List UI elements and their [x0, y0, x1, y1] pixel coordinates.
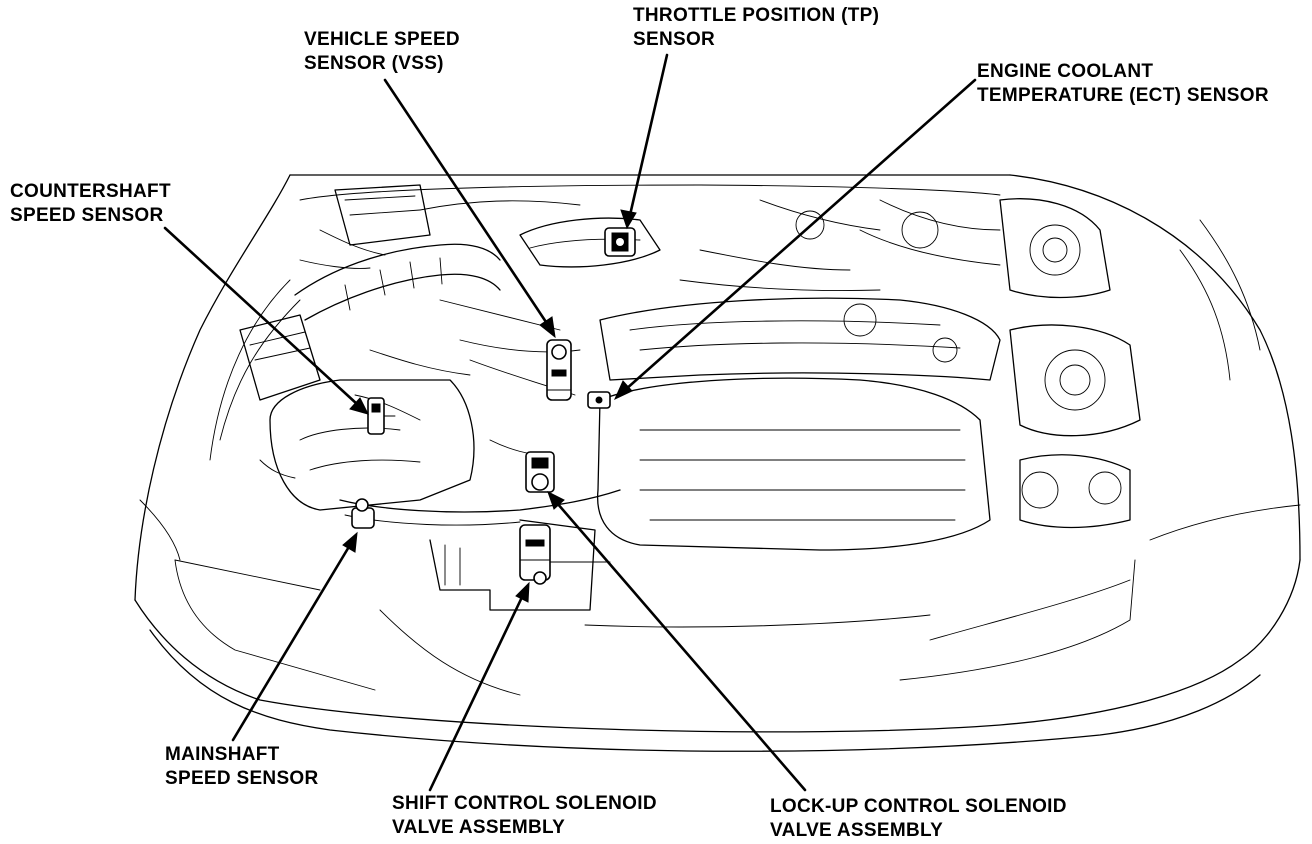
- lockup-arrowhead: [547, 490, 565, 510]
- ect-label-line2: TEMPERATURE (ECT) SENSOR: [977, 85, 1269, 106]
- lockup-leader-line: [555, 501, 807, 792]
- shift-control-solenoid: [519, 524, 611, 585]
- car-body-outline: [134, 174, 1301, 752]
- ect-label-line1: ENGINE COOLANT: [977, 61, 1154, 82]
- mainshaft-label-line1: MAINSHAFT: [165, 744, 280, 765]
- countershaft-speed-sensor-label: COUNTERSHAFT SPEED SENSOR: [10, 180, 171, 228]
- lockup-label-line1: LOCK-UP CONTROL SOLENOID: [770, 796, 1067, 817]
- ect-leader-line: [623, 78, 977, 392]
- countershaft-label-line2: SPEED SENSOR: [10, 205, 164, 226]
- lockup-control-solenoid: [525, 451, 555, 493]
- shift-label-line1: SHIFT CONTROL SOLENOID: [392, 793, 657, 814]
- mainshaft-leader-line: [231, 543, 352, 742]
- tp-arrowhead: [620, 209, 637, 230]
- throttle-position-sensor-label: THROTTLE POSITION (TP) SENSOR: [633, 4, 879, 52]
- tp-label-line2: SENSOR: [633, 29, 716, 50]
- vss-label-line1: VEHICLE SPEED: [304, 29, 460, 50]
- vss-arrowhead: [539, 316, 556, 339]
- countershaft-leader-line: [163, 226, 359, 406]
- countershaft-speed-sensor: [367, 397, 396, 435]
- lockup-label-line2: VALVE ASSEMBLY: [770, 820, 944, 841]
- mainshaft-label-line2: SPEED SENSOR: [165, 768, 319, 789]
- mainshaft-arrowhead: [342, 531, 358, 553]
- shift-leader-line: [428, 593, 525, 792]
- ect-sensor-label: ENGINE COOLANT TEMPERATURE (ECT) SENSOR: [977, 60, 1269, 108]
- throttle-position-sensor: [604, 227, 636, 257]
- shift-label-line2: VALVE ASSEMBLY: [392, 817, 566, 838]
- mainshaft-speed-sensor-label: MAINSHAFT SPEED SENSOR: [165, 743, 319, 791]
- tp-leader-line: [628, 53, 669, 217]
- shift-control-solenoid-label: SHIFT CONTROL SOLENOID VALVE ASSEMBLY: [392, 792, 657, 840]
- shift-arrowhead: [515, 581, 530, 603]
- vehicle-speed-sensor-label: VEHICLE SPEED SENSOR (VSS): [304, 28, 460, 76]
- countershaft-arrowhead: [349, 397, 369, 415]
- vss-leader-line: [383, 78, 550, 327]
- lockup-control-solenoid-label: LOCK-UP CONTROL SOLENOID VALVE ASSEMBLY: [770, 795, 1067, 843]
- ect-arrowhead: [613, 380, 633, 401]
- vss-label-line2: SENSOR (VSS): [304, 53, 444, 74]
- sensor-components: [351, 227, 636, 585]
- countershaft-label-line1: COUNTERSHAFT: [10, 181, 171, 202]
- tp-label-line1: THROTTLE POSITION (TP): [633, 5, 880, 26]
- mainshaft-speed-sensor: [351, 498, 375, 529]
- vehicle-speed-sensor: [546, 339, 572, 401]
- ect-sensor: [587, 391, 611, 409]
- leader-lines: [163, 53, 977, 792]
